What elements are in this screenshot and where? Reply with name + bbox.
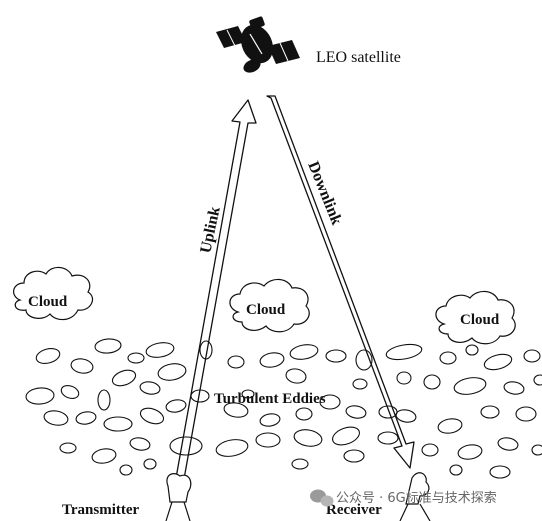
eddy: [377, 431, 399, 445]
eddy: [97, 389, 111, 411]
eddy: [515, 406, 537, 422]
svg-text:Cloud: Cloud: [246, 302, 286, 318]
eddy: [437, 418, 463, 434]
eddy: [35, 348, 61, 364]
eddy: [453, 377, 487, 395]
eddy: [293, 429, 323, 447]
eddy: [385, 343, 423, 361]
eddy: [289, 344, 319, 360]
eddy: [483, 353, 513, 371]
receiver-dish-icon: [399, 472, 431, 521]
transmitter-dish-icon: [165, 473, 192, 521]
eddy: [94, 338, 122, 354]
eddy: [215, 439, 249, 457]
eddy: [439, 351, 457, 365]
receiver-label: Receiver: [326, 502, 382, 518]
eddy: [139, 381, 161, 395]
eddy: [345, 405, 367, 419]
eddy: [91, 448, 117, 464]
satellite-icon: [216, 16, 300, 73]
eddy: [259, 352, 285, 368]
eddy: [43, 410, 69, 426]
eddy: [111, 369, 137, 387]
cloud-right: Cloud: [435, 290, 516, 345]
eddy: [223, 402, 249, 418]
eddy: [531, 444, 542, 456]
eddy: [59, 442, 77, 454]
eddy: [523, 349, 541, 363]
eddy: [25, 387, 55, 405]
eddy: [70, 358, 94, 374]
eddy: [199, 340, 213, 360]
eddy: [190, 389, 210, 403]
eddy: [497, 437, 519, 451]
cloud-middle: Cloud: [229, 278, 310, 333]
uplink-arrow: [175, 99, 257, 480]
eddy: [291, 458, 309, 470]
eddy: [449, 464, 463, 476]
eddy: [395, 409, 417, 423]
eddy: [103, 416, 133, 432]
cloud-left: Cloud: [13, 266, 93, 321]
watermark-text: 公众号 · 6G标准与技术探索: [336, 491, 497, 506]
eddy: [319, 394, 341, 410]
eddy: [285, 368, 307, 384]
eddy: [145, 342, 175, 358]
eddy: [169, 436, 203, 456]
eddy: [129, 437, 151, 451]
eddy: [127, 352, 145, 364]
watermark: 公众号 · 6G标准与技术探索: [310, 489, 497, 507]
eddy: [295, 407, 313, 421]
eddy: [396, 371, 412, 385]
eddy: [157, 363, 187, 381]
eddy: [241, 389, 255, 399]
eddy: [480, 405, 500, 419]
eddy: [423, 374, 441, 390]
eddy: [489, 465, 511, 479]
eddy: [421, 443, 439, 457]
eddy: [60, 385, 80, 399]
eddy: [227, 355, 245, 369]
eddy: [533, 374, 542, 386]
eddy: [119, 464, 133, 476]
eddy: [325, 349, 347, 363]
turbulent-eddies-label: Turbulent Eddies: [214, 391, 326, 407]
eddy: [355, 349, 373, 371]
eddy: [343, 449, 365, 463]
turbulent-eddies: [25, 338, 542, 479]
wechat-icon: [310, 489, 334, 507]
eddy: [75, 411, 97, 425]
downlink-arrow: [266, 95, 415, 469]
eddy: [457, 444, 483, 460]
eddy: [465, 344, 479, 356]
eddy: [259, 413, 281, 427]
svg-text:Cloud: Cloud: [28, 294, 68, 310]
eddy: [503, 381, 525, 395]
eddy: [143, 458, 157, 470]
eddy: [165, 399, 187, 413]
satellite-label: LEO satellite: [316, 49, 401, 66]
eddy: [139, 407, 165, 425]
eddy: [255, 432, 281, 448]
eddy: [352, 378, 368, 390]
svg-text:Cloud: Cloud: [460, 312, 500, 328]
transmitter-label: Transmitter: [62, 502, 140, 518]
eddy: [332, 426, 360, 446]
